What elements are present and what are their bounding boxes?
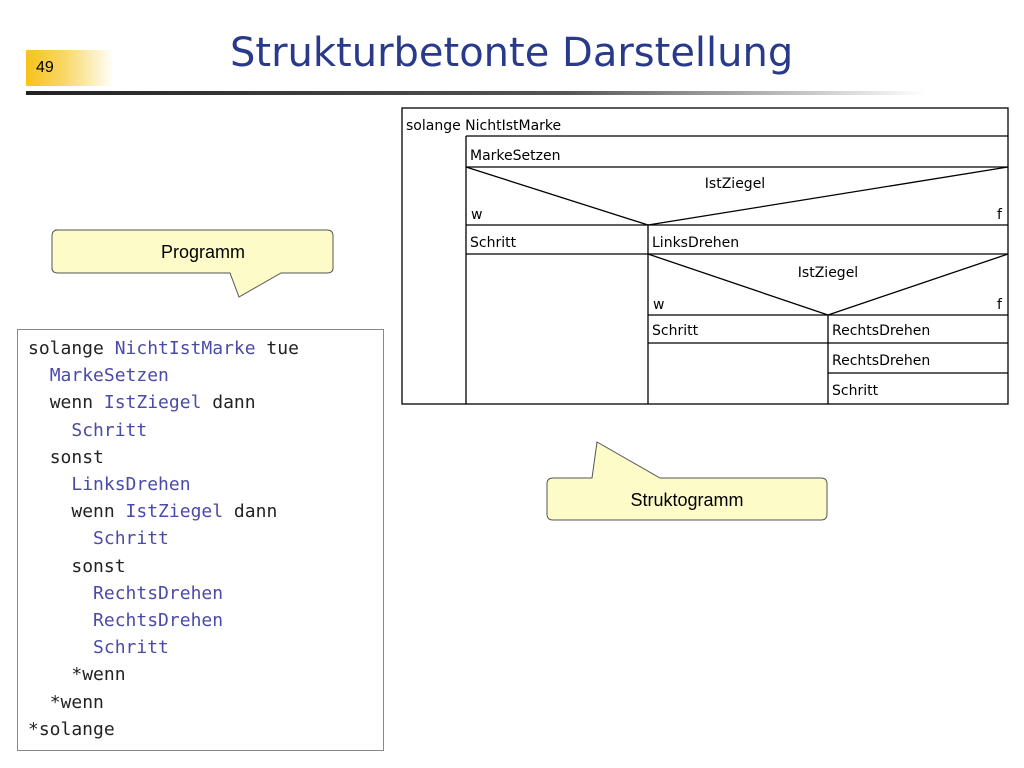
else2-b-label: RechtsDrehen	[832, 353, 930, 369]
title-rule	[26, 91, 926, 95]
code-line: solange NichtIstMarke tue	[28, 338, 299, 359]
code-line: sonst	[28, 447, 104, 468]
else2-c-label: Schritt	[832, 383, 879, 399]
loop-label: solange NichtIstMarke	[406, 118, 561, 134]
slide-title: Strukturbetonte Darstellung	[230, 30, 794, 76]
code-indent	[28, 474, 71, 495]
code-indent	[28, 692, 50, 713]
code-indent	[28, 664, 71, 685]
code-box: solange NichtIstMarke tue MarkeSetzen we…	[17, 329, 384, 751]
code-identifier: RechtsDrehen	[93, 610, 224, 631]
struktogramm: solange NichtIstMarke MarkeSetzen IstZie…	[401, 107, 1009, 405]
code-identifier: Schritt	[71, 419, 148, 441]
then1-label: Schritt	[470, 235, 517, 251]
cond1-diagonal-right	[647, 166, 1009, 226]
code-keyword: dann	[223, 501, 278, 523]
code-identifier: MarkeSetzen	[49, 365, 169, 387]
code-keyword: solange	[28, 338, 115, 359]
code-identifier: IstZiegel	[125, 501, 224, 523]
loop-block	[401, 107, 1009, 405]
code-identifier: Schritt	[93, 637, 169, 659]
struktogramm-callout-label: Struktogramm	[630, 490, 743, 510]
code-line: Schritt	[28, 420, 147, 441]
code-indent	[28, 501, 71, 522]
code-line: RechtsDrehen	[28, 583, 223, 604]
code-identifier: NichtIstMarke	[114, 338, 256, 359]
code-identifier: Schritt	[93, 528, 169, 550]
cond2-diagonal-right	[827, 253, 1009, 316]
code-keyword: *wenn	[49, 691, 104, 713]
code-indent	[28, 447, 50, 468]
code-line: wenn IstZiegel dann	[28, 392, 256, 413]
code-keyword: wenn	[49, 392, 104, 414]
cond2-false-label: f	[997, 297, 1003, 313]
cond2-true-label: w	[653, 297, 664, 313]
code-keyword: dann	[201, 392, 256, 414]
then2-label: Schritt	[652, 323, 699, 339]
code-line: *wenn	[28, 664, 126, 686]
code-line: wenn IstZiegel dann	[28, 501, 277, 522]
cond2-diagonal-left	[647, 253, 829, 316]
code-keyword: tue	[255, 338, 299, 359]
code-indent	[28, 392, 50, 413]
code-keyword: *wenn	[71, 664, 126, 686]
cond1-label: IstZiegel	[705, 176, 765, 192]
code-line: *solange	[28, 719, 115, 740]
code-identifier: RechtsDrehen	[93, 582, 224, 604]
code-indent	[28, 365, 50, 386]
else2-a-label: RechtsDrehen	[832, 323, 930, 339]
code-indent	[28, 556, 71, 577]
code-line: sonst	[28, 555, 126, 577]
code-line: RechtsDrehen	[28, 610, 223, 631]
code-indent	[28, 420, 71, 441]
else1-label: LinksDrehen	[652, 235, 739, 251]
code-indent	[28, 610, 93, 631]
code-line: MarkeSetzen	[28, 365, 169, 386]
cond1-diagonal-left	[465, 166, 649, 226]
code-indent	[28, 583, 93, 604]
code-keyword: wenn	[71, 501, 126, 523]
code-line: LinksDrehen	[28, 474, 191, 495]
code-line: *wenn	[28, 692, 104, 713]
marke-setzen-label: MarkeSetzen	[470, 148, 560, 164]
code-identifier: IstZiegel	[103, 392, 202, 414]
page-number: 49	[26, 50, 114, 86]
code-keyword: *solange	[28, 718, 115, 740]
cond1-true-label: w	[471, 207, 482, 223]
cond1-false-label: f	[997, 207, 1003, 223]
code-line: Schritt	[28, 528, 169, 549]
code-keyword: sonst	[71, 555, 126, 577]
code-indent	[28, 528, 93, 549]
code-keyword: sonst	[49, 446, 104, 468]
program-callout: Programm	[51, 229, 334, 298]
program-callout-label: Programm	[161, 242, 245, 262]
code-line: Schritt	[28, 637, 169, 658]
struktogramm-callout: Struktogramm	[546, 441, 828, 521]
cond2-label: IstZiegel	[798, 265, 858, 281]
code-indent	[28, 637, 93, 658]
code-identifier: LinksDrehen	[71, 474, 191, 495]
